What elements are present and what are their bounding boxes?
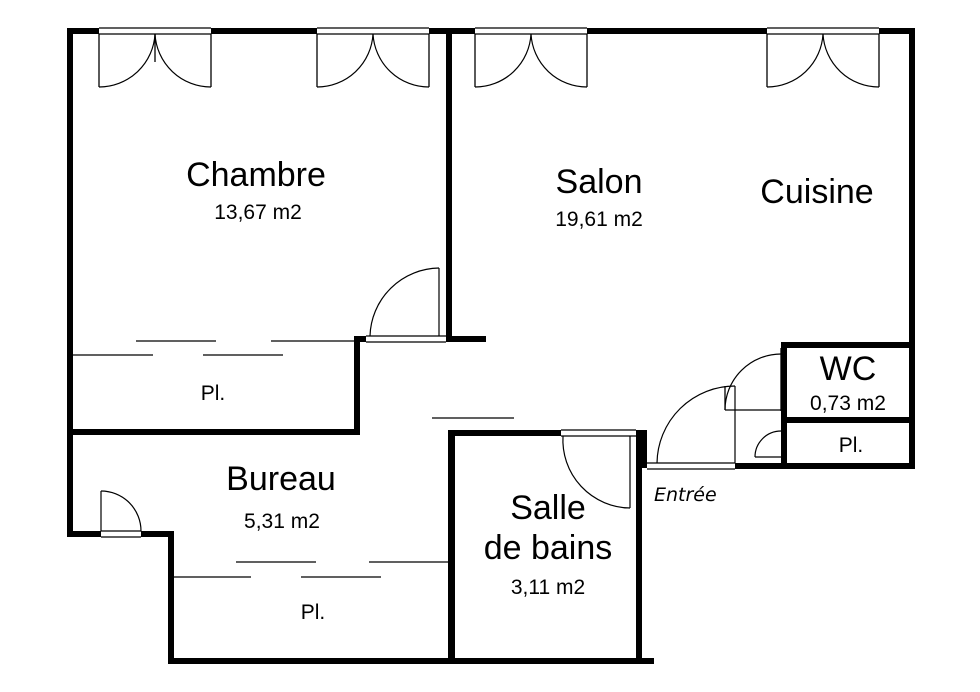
wall-bureau-bottom-left-2: [141, 531, 174, 537]
wall-bureau-bottom-left: [67, 531, 101, 537]
wall-sdb-left: [448, 430, 455, 664]
room-name-chambre: Chambre: [186, 156, 326, 194]
labels: Chambre 13,67 m2 Salon 19,61 m2 Cuisine …: [186, 156, 886, 624]
wall-entrance-bottom: [735, 463, 915, 469]
wall-bureau-top: [67, 429, 360, 435]
room-area-wc: 0,73 m2: [810, 392, 886, 415]
entrance-label: Entrée: [654, 484, 717, 506]
wall-closet-right: [354, 336, 360, 435]
wall-wc-left: [781, 342, 787, 468]
room-area-chambre: 13,67 m2: [214, 201, 302, 224]
room-name-cuisine: Cuisine: [760, 173, 873, 211]
room-name-sdb-line2: de bains: [484, 529, 613, 567]
wall-bureau-step: [168, 531, 174, 664]
closet-label-chambre: Pl.: [201, 382, 226, 405]
walls: [67, 28, 915, 664]
room-name-bureau: Bureau: [226, 460, 336, 498]
room-name-wc: WC: [820, 350, 877, 388]
wall-sdb-right: [636, 430, 642, 664]
wall-wc-top: [781, 342, 915, 348]
wall-wc-divider: [781, 417, 915, 423]
room-name-sdb-line1: Salle: [510, 489, 586, 527]
wall-sdb-top: [448, 430, 561, 436]
closet-label-wc: Pl.: [839, 434, 864, 457]
room-area-salon: 19,61 m2: [555, 208, 643, 231]
wall-bottom: [168, 658, 654, 664]
room-name-salon: Salon: [556, 163, 643, 201]
closet-label-bureau: Pl.: [301, 601, 326, 624]
wall-right: [909, 28, 915, 469]
wall-stub-salon: [446, 336, 486, 342]
doors: [100, 267, 782, 538]
room-area-sdb: 3,11 m2: [511, 576, 585, 599]
windows: [98, 27, 880, 88]
wall-sdb-right-2: [642, 430, 647, 468]
wall-left-upper: [67, 28, 73, 537]
room-area-bureau: 5,31 m2: [244, 510, 320, 533]
closet-sliders: [73, 340, 514, 578]
wall-chambre-salon: [446, 28, 452, 340]
